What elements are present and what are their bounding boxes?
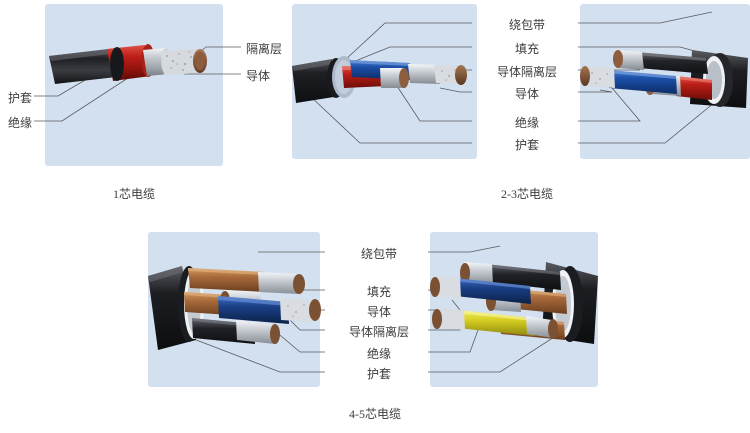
caption-two-three-core: 2-3芯电缆 — [501, 187, 553, 201]
label-conductor-separation-layer-row3: 导体隔离层 — [348, 325, 409, 339]
label-sheath-row2: 护套 — [514, 138, 539, 152]
caption-four-five-core: 4-5芯电缆 — [349, 407, 401, 421]
label-conductor-row1: 导体 — [246, 69, 271, 83]
cable-art-three-core — [580, 50, 748, 108]
panel-single-core — [45, 4, 223, 166]
caption-single-core: 1芯电缆 — [112, 187, 155, 201]
cable-art-five-core — [430, 262, 598, 344]
label-insulation-row1: 绝缘 — [7, 116, 32, 130]
label-separation-layer-row1: 隔离层 — [246, 42, 283, 56]
label-conductor-row2: 导体 — [514, 87, 539, 101]
label-wrapping-tape-row3: 绕包带 — [360, 247, 397, 261]
cable-art-two-core — [292, 56, 467, 103]
label-insulation-row3: 绝缘 — [366, 347, 391, 361]
cable-art-single-core — [49, 44, 207, 84]
label-sheath-row3: 护套 — [366, 367, 391, 381]
label-conductor-separation-layer-row2: 导体隔离层 — [496, 65, 557, 79]
label-filler-row2: 填充 — [514, 42, 539, 56]
label-sheath-row1: 护套 — [7, 91, 32, 105]
label-conductor-row3: 导体 — [366, 305, 391, 319]
label-filler-row3: 填充 — [366, 285, 391, 299]
label-wrapping-tape-row2: 绕包带 — [508, 18, 545, 32]
label-insulation-row2: 绝缘 — [514, 116, 539, 130]
cable-art-four-core — [148, 266, 321, 350]
